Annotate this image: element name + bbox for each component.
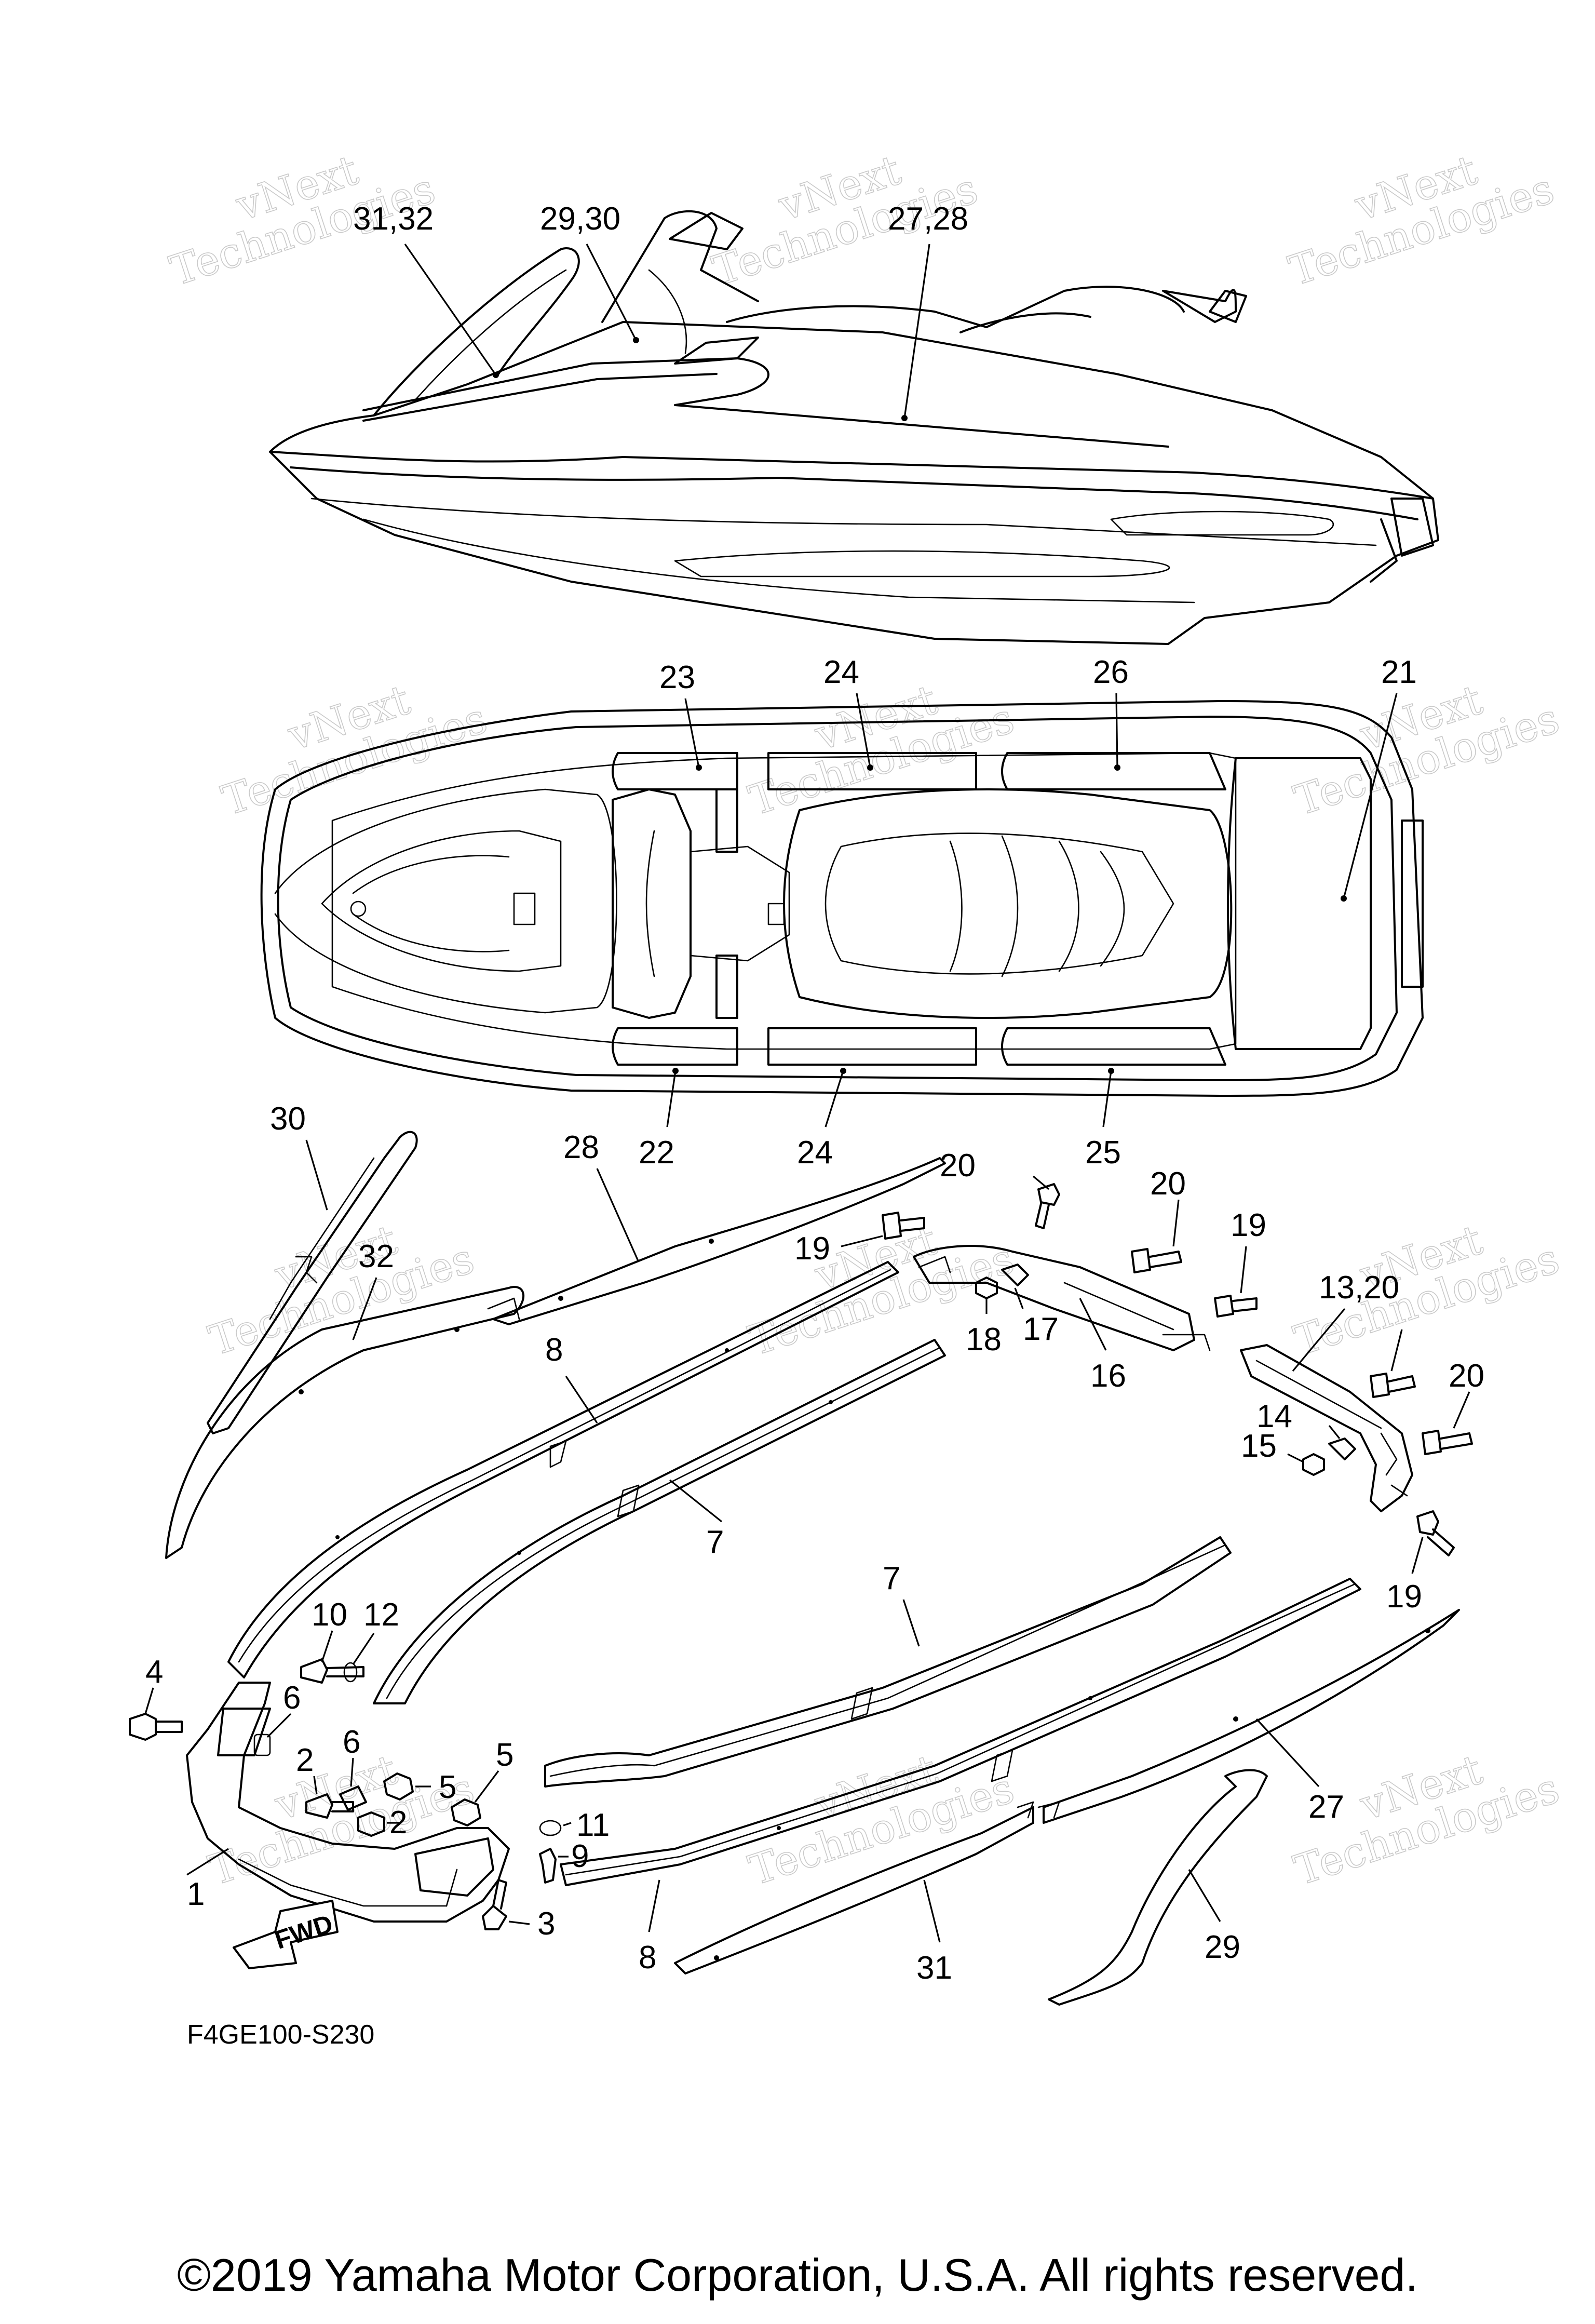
exploded-parts: 30 32 28 8 7 16: [129, 1101, 1484, 2050]
part-6-lower: [339, 1785, 367, 1811]
part-14: [1328, 1438, 1356, 1460]
callout-2-left: 2: [296, 1742, 314, 1778]
mat-26: [1001, 752, 1226, 790]
watercraft-side-view: 31,32 29,30 27,28: [269, 201, 1439, 645]
part-18: [975, 1277, 998, 1299]
part-31: [674, 1806, 1034, 1974]
watermark: vNext Technologies: [203, 1745, 480, 1896]
callout-29: 29: [1205, 1929, 1240, 1965]
part-19-upper-left: [882, 1212, 925, 1240]
part-17: [1001, 1264, 1029, 1286]
callout-16: 16: [1090, 1358, 1126, 1394]
mat-22: [612, 1027, 738, 1066]
mat-23: [612, 752, 738, 790]
part-28: [492, 1157, 946, 1325]
callout-26: 26: [1093, 654, 1129, 690]
part-20-third: [1370, 1373, 1416, 1398]
part-20-second: [1131, 1248, 1182, 1273]
callout-24-bottom: 24: [797, 1135, 833, 1171]
part-27: [1043, 1609, 1460, 1824]
part-9: [539, 1848, 557, 1884]
callout-31-32: 31,32: [353, 201, 434, 237]
callout-20-top: 20: [940, 1148, 976, 1184]
callout-7-upper: 7: [706, 1524, 724, 1560]
fwd-arrow: FWD: [233, 1900, 339, 1969]
callout-25: 25: [1085, 1135, 1121, 1171]
part-13: [1240, 1344, 1413, 1512]
callout-8-upper: 8: [545, 1332, 563, 1368]
callout-27: 27: [1308, 1789, 1344, 1825]
part-1: [186, 1682, 510, 1923]
callout-2-right: 2: [389, 1805, 407, 1841]
callout-30: 30: [270, 1101, 306, 1137]
callout-6-lower: 6: [343, 1724, 360, 1760]
watermark: vNext Technologies: [203, 1215, 480, 1366]
callout-22: 22: [639, 1135, 674, 1171]
part-8-upper: [227, 1261, 899, 1678]
watermark: vNext Technologies: [743, 675, 1020, 826]
callout-29-30: 29,30: [540, 201, 620, 237]
callout-28: 28: [563, 1130, 599, 1165]
mat-24-top: [767, 752, 977, 790]
callout-6-upper: 6: [283, 1680, 301, 1716]
mat-25: [1001, 1027, 1226, 1066]
part-30: [207, 1131, 418, 1434]
part-6-upper: [253, 1734, 271, 1756]
callout-8-lower: 8: [639, 1940, 656, 1976]
part-19-lower-right: [1416, 1510, 1455, 1556]
callout-5-right: 5: [496, 1737, 513, 1773]
diagram-code: F4GE100-S230: [187, 2020, 374, 2050]
part-19-second: [1214, 1295, 1258, 1318]
part-2-right: [357, 1811, 385, 1837]
part-4: [129, 1713, 183, 1741]
callout-19-lower-right: 19: [1386, 1579, 1422, 1615]
callout-14: 14: [1256, 1399, 1292, 1434]
part-12: [343, 1662, 358, 1683]
callout-27-28: 27,28: [888, 201, 968, 237]
callout-9: 9: [571, 1838, 589, 1874]
mat-24-bottom: [767, 1027, 977, 1066]
callout-3: 3: [537, 1906, 555, 1942]
watermark: vNext Technologies: [216, 675, 493, 826]
callout-19-second: 19: [1231, 1207, 1266, 1243]
mat-21: [1227, 757, 1372, 1050]
part-8-lower: [560, 1578, 1361, 1886]
part-20-top: [1035, 1183, 1060, 1229]
part-32: [165, 1286, 524, 1559]
callout-10: 10: [312, 1597, 347, 1633]
callout-31: 31: [916, 1950, 952, 1986]
watercraft-top-view: 23 24 26 21 22 24 25: [260, 654, 1424, 1171]
callout-5-left: 5: [439, 1769, 456, 1805]
callout-12: 12: [363, 1597, 399, 1633]
watermark: vNext Technologies: [743, 1745, 1020, 1896]
part-7-lower: [544, 1536, 1232, 1788]
callout-1: 1: [187, 1876, 205, 1912]
part-20-fourth: [1422, 1430, 1473, 1455]
part-11: [539, 1820, 562, 1836]
watermark: vNext Technologies: [1283, 145, 1560, 296]
callout-11: 11: [576, 1807, 610, 1843]
callout-18: 18: [966, 1322, 1002, 1358]
copyright-notice: ©2019 Yamaha Motor Corporation, U.S.A. A…: [177, 2249, 1418, 2301]
callout-13-20: 13,20: [1319, 1270, 1399, 1306]
watermark: vNext Technologies: [1288, 675, 1565, 826]
part-5-left: [383, 1772, 414, 1801]
callout-20-fourth: 20: [1449, 1358, 1484, 1394]
part-15: [1302, 1453, 1325, 1476]
part-29: [1048, 1769, 1268, 2006]
part-16: [913, 1245, 1195, 1351]
callout-7-lower: 7: [883, 1561, 900, 1596]
part-5-right: [451, 1798, 481, 1826]
callout-20-second: 20: [1150, 1166, 1186, 1202]
callout-24-top: 24: [823, 654, 859, 690]
part-3: [482, 1879, 507, 1930]
callout-17: 17: [1023, 1311, 1059, 1347]
callout-21: 21: [1381, 654, 1417, 690]
callout-23: 23: [659, 660, 695, 695]
callout-32: 32: [358, 1239, 394, 1274]
callout-4: 4: [145, 1654, 163, 1690]
callout-15: 15: [1241, 1428, 1277, 1464]
callout-19-upper-left: 19: [794, 1231, 830, 1267]
